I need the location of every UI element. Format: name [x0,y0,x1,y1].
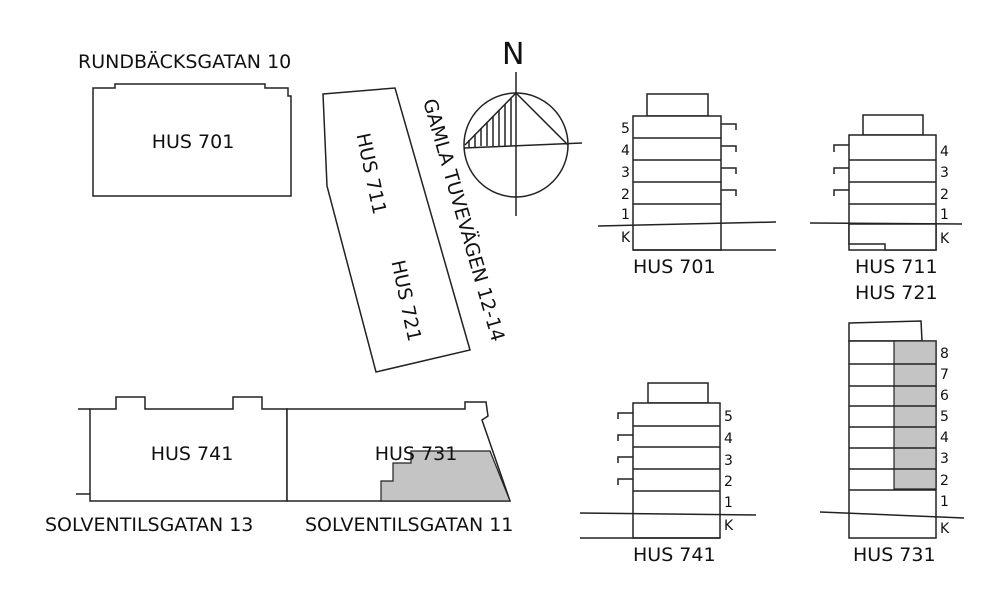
floor-label: 2 [621,187,630,203]
section-hus-701 [597,93,777,251]
floor-label: K [621,230,631,246]
floor-label: 4 [724,431,733,447]
north-label: N [502,37,524,72]
floor-label: 4 [621,143,630,159]
floor-label: 7 [940,367,949,383]
building-label-hus-701: HUS 701 [152,131,235,153]
floor-label: 4 [940,430,949,446]
floor-label: K [724,518,734,534]
building-label-hus-741: HUS 741 [151,443,234,465]
section-title-hus-701: HUS 701 [633,256,716,278]
floor-label: 8 [940,346,949,362]
building-label-hus-731: HUS 731 [375,443,458,465]
floor-label: 2 [724,474,733,490]
floor-label: 3 [940,451,949,467]
floor-label: 2 [940,473,949,489]
section-title-hus-721: HUS 721 [855,282,938,304]
floor-label: K [940,231,950,247]
floor-label: 5 [724,409,733,425]
section-title-hus-731: HUS 731 [853,544,936,566]
building-hus-711-721-footprint [322,87,471,373]
floor-label: K [940,521,950,537]
floor-label: 1 [724,495,733,511]
floor-label: 1 [940,207,949,223]
street-label-solventilsgatan-11: SOLVENTILSGATAN 11 [305,514,513,536]
floor-label: 5 [940,409,949,425]
floor-label: 2 [940,187,949,203]
floor-label: 5 [621,121,630,137]
section-hus-731 [819,320,965,539]
floor-label: 6 [940,388,949,404]
floor-label: 1 [621,207,630,223]
floor-label: 1 [940,494,949,510]
hus-731-highlighted-area [380,450,511,502]
floor-label: 3 [621,165,630,181]
section-hus-711-721 [809,114,963,251]
floor-label: 3 [724,453,733,469]
floor-label: 4 [940,144,949,160]
street-label-solventilsgatan-13: SOLVENTILSGATAN 13 [45,514,253,536]
section-hus-741 [579,382,757,539]
floor-label: 3 [940,165,949,181]
building-hus-701-footprint [92,83,292,197]
section-title-hus-711: HUS 711 [855,256,938,278]
north-arrow-icon [463,72,583,216]
section-title-hus-741: HUS 741 [633,544,716,566]
street-label-rundbacksgatan: RUNDBÄCKSGATAN 10 [78,50,291,73]
